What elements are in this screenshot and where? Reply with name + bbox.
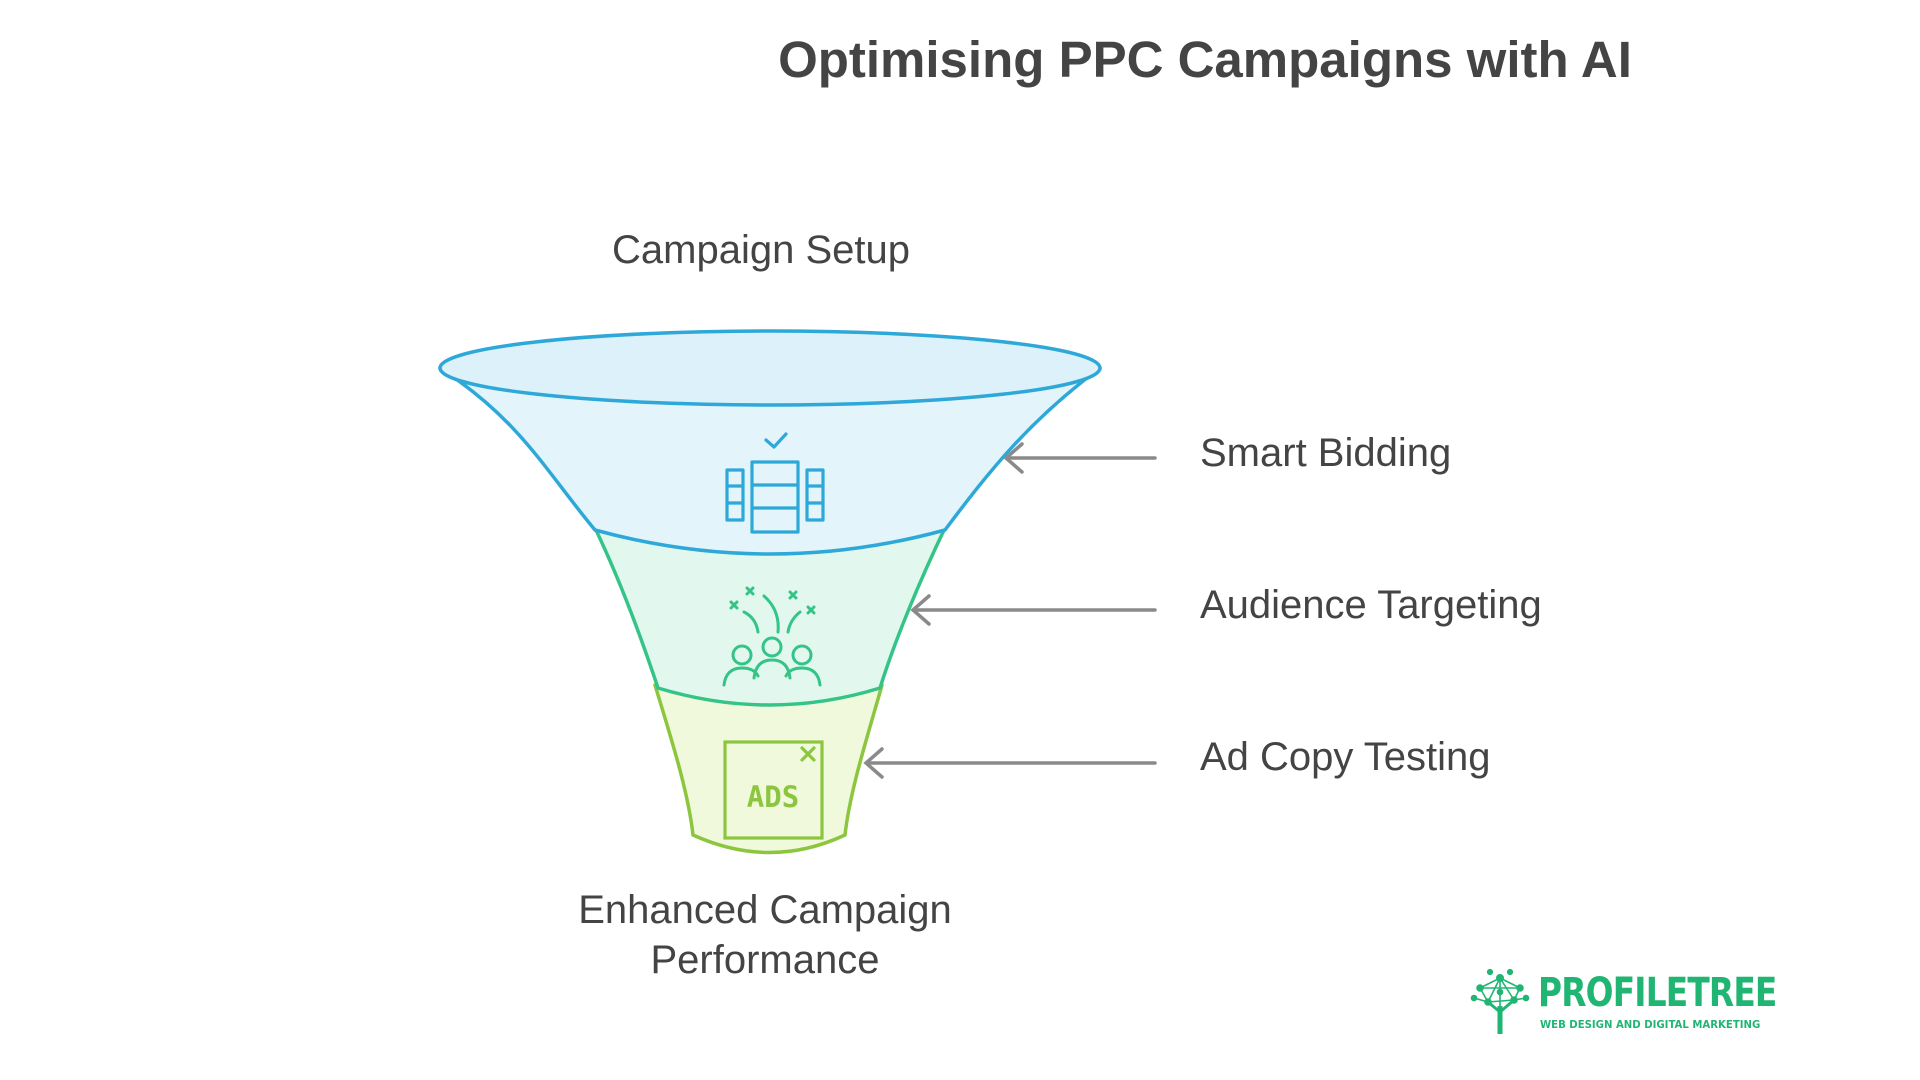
profiletree-logo: PROFILETREE WEB DESIGN AND DIGITAL MARKE… bbox=[1470, 968, 1777, 1038]
tree-logo-icon bbox=[1470, 968, 1530, 1034]
arrow-smart-bidding bbox=[1003, 442, 1157, 474]
arrow-audience-targeting bbox=[910, 594, 1157, 626]
title-wrap: Optimising PPC Campaigns with AI bbox=[0, 30, 1920, 89]
logo-tagline: WEB DESIGN AND DIGITAL MARKETING bbox=[1540, 1018, 1761, 1031]
funnel-stage-ad-copy bbox=[653, 683, 884, 855]
ads-icon-text: ADS bbox=[747, 780, 799, 814]
stage-label-ad-copy-testing: Ad Copy Testing bbox=[1200, 735, 1491, 779]
logo-wordmark: PROFILETREE bbox=[1538, 970, 1777, 1016]
funnel-bottom-label: Enhanced Campaign Performance bbox=[578, 888, 952, 982]
stage-label-audience-targeting: Audience Targeting bbox=[1200, 583, 1542, 627]
funnel-rim bbox=[438, 329, 1102, 407]
page-title: Optimising PPC Campaigns with AI bbox=[778, 31, 1632, 88]
stage-label-smart-bidding: Smart Bidding bbox=[1200, 431, 1452, 475]
audience-group-icon bbox=[722, 586, 822, 687]
arrow-ad-copy-testing bbox=[863, 747, 1157, 779]
funnel-top-label: Campaign Setup bbox=[612, 228, 910, 272]
funnel-stage-audience bbox=[593, 526, 947, 707]
ads-box-icon: ADS bbox=[723, 740, 824, 840]
server-rack-check-icon bbox=[725, 432, 825, 534]
